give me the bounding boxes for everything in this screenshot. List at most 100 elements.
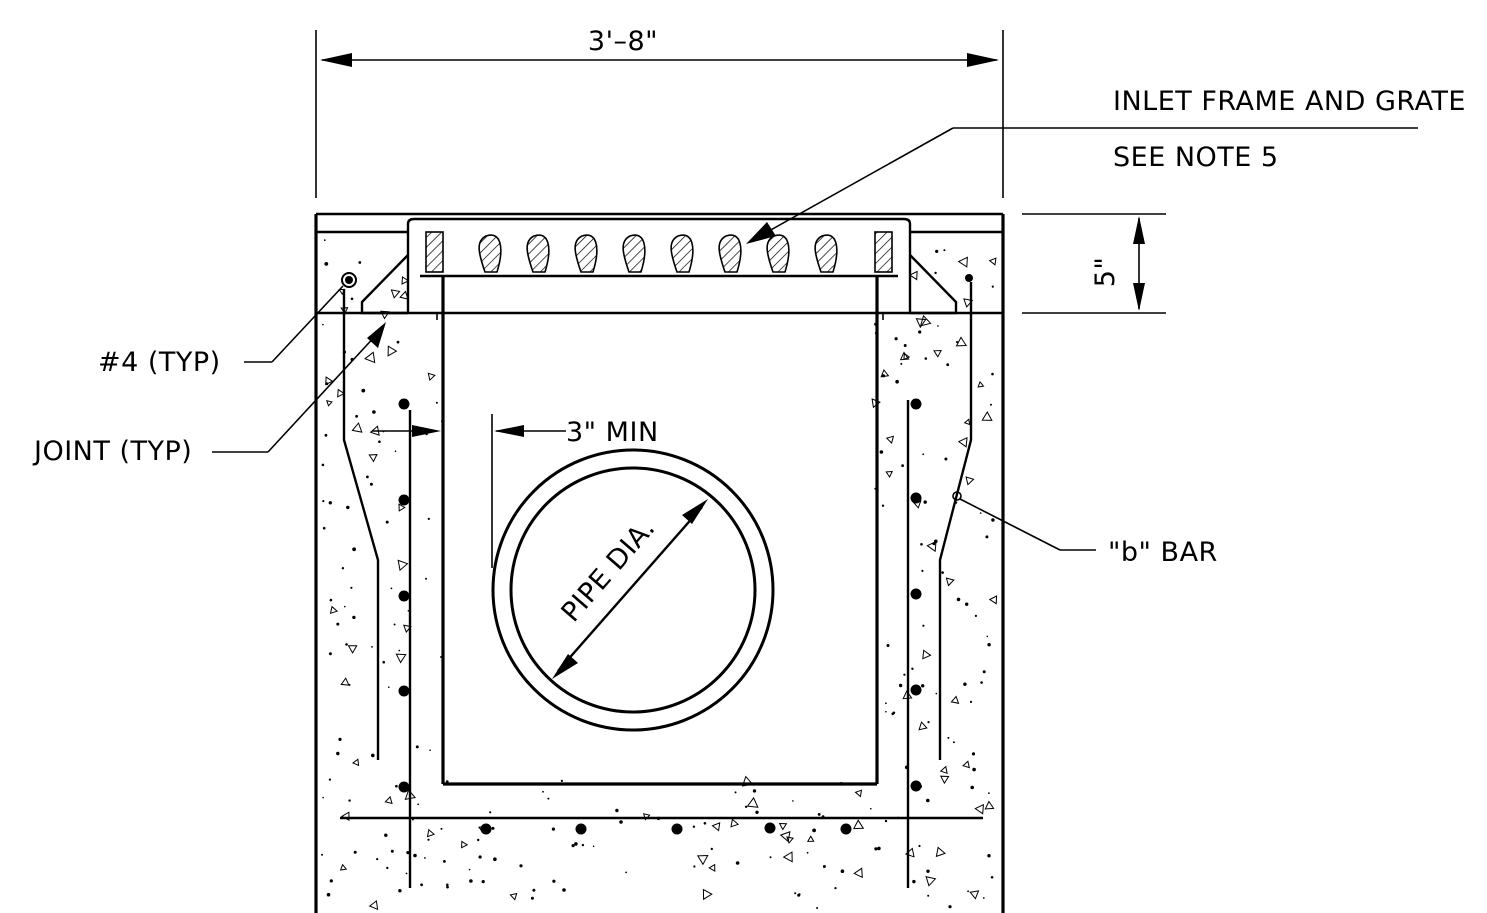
aggregate-dot — [812, 828, 816, 833]
pipe: PIPE DIA. — [491, 448, 775, 732]
aggregate-dot — [481, 880, 485, 884]
aggregate-mark — [963, 298, 974, 308]
aggregate-dot — [952, 741, 955, 744]
aggregate-dot — [326, 892, 331, 897]
aggregate-dot — [943, 249, 946, 252]
aggregate-mark — [915, 318, 927, 329]
aggregate-mark — [962, 760, 970, 769]
aggregate-mark — [806, 835, 815, 842]
aggregate-dot — [806, 851, 809, 854]
aggregate-dot — [385, 520, 389, 524]
aggregate-mark — [427, 372, 436, 382]
aggregate-dot — [900, 362, 903, 365]
aggregate-mark — [988, 595, 998, 605]
aggregate-mark — [368, 899, 379, 911]
aggregate-dot — [903, 673, 906, 676]
aggregate-dot — [427, 838, 430, 841]
aggregate-dot — [935, 692, 938, 695]
aggregate-dot — [489, 811, 492, 814]
aggregate-dot — [710, 847, 713, 851]
aggregate-dot — [322, 323, 324, 326]
aggregate-dot — [926, 798, 930, 803]
aggregate-mark — [368, 454, 378, 463]
aggregate-dot — [970, 785, 974, 790]
aggregate-mark — [509, 892, 518, 901]
aggregate-mark — [384, 795, 393, 805]
aggregate-dot — [969, 700, 973, 704]
aggregate-mark — [398, 503, 406, 512]
aggregate-dot — [424, 857, 426, 859]
grate-bar — [766, 234, 790, 273]
aggregate-dot — [982, 897, 985, 899]
aggregate-mark — [981, 410, 993, 421]
aggregate-dot — [322, 500, 325, 503]
grate-bar — [622, 234, 646, 273]
wall-clear-arrow — [412, 425, 441, 437]
b-bar-label: "b" BAR — [1108, 537, 1218, 568]
aggregate-dot — [987, 643, 991, 647]
aggregate-dot — [425, 577, 427, 580]
aggregate-dot — [885, 710, 887, 713]
aggregate-dot — [744, 805, 748, 808]
aggregate-dot — [336, 751, 340, 756]
rebar-4-circle — [341, 272, 357, 288]
aggregate-dot — [552, 879, 556, 883]
aggregate-mark — [957, 436, 968, 448]
aggregate-dot — [551, 827, 556, 831]
aggregate-dot — [903, 344, 907, 347]
aggregate-mark — [945, 577, 955, 587]
aggregate-mark — [387, 345, 398, 357]
aggregate-dot — [429, 749, 431, 751]
aggregate-dot — [703, 822, 707, 825]
pipe-dia-dim-line — [557, 506, 703, 672]
arrowhead-down — [1133, 283, 1145, 311]
aggregate-dot — [885, 702, 887, 705]
aggregate-dot — [980, 681, 983, 684]
aggregate-mark — [380, 310, 390, 320]
aggregate-dot — [321, 853, 323, 856]
aggregate-dot — [870, 807, 872, 810]
aggregate-dot — [353, 850, 357, 854]
inlet-frame-label: INLET FRAME AND GRATE — [1113, 86, 1466, 117]
aggregate-dot — [625, 871, 627, 874]
aggregate-mark — [779, 831, 791, 843]
aggregate-mark — [340, 677, 350, 686]
grate-bar — [574, 234, 598, 273]
aggregate-dot — [341, 567, 345, 570]
aggregate-dot — [562, 888, 566, 892]
rebar-dot — [398, 781, 410, 793]
aggregate-dot — [329, 879, 333, 883]
aggregate-dot — [963, 682, 967, 686]
b-bar-marker — [952, 491, 962, 501]
aggregate-dot — [987, 854, 991, 858]
aggregate-mark — [984, 800, 995, 810]
aggregate-dot — [922, 453, 925, 456]
aggregate-dot — [371, 646, 373, 648]
aggregate-dot — [469, 879, 473, 883]
aggregate-mark — [708, 863, 716, 872]
aggregate-dot — [358, 261, 362, 264]
aggregate-mark — [395, 653, 407, 664]
rebar-dot — [480, 823, 492, 835]
aggregate-mark — [786, 836, 795, 844]
aggregate-dot — [979, 512, 982, 514]
aggregate-mark — [974, 803, 984, 815]
aggregate-mark — [854, 789, 863, 798]
aggregate-dot — [895, 379, 899, 384]
aggregate-dot — [338, 737, 342, 742]
aggregate-dot — [944, 457, 948, 461]
aggregate-mark — [337, 388, 346, 398]
aggregate-mark — [339, 863, 348, 871]
rebar-num4-label: #4 (TYP) — [98, 347, 221, 378]
aggregate-mark — [696, 854, 709, 866]
aggregate-dot — [988, 792, 990, 794]
aggregate-dot — [406, 851, 410, 855]
aggregate-mark — [782, 851, 793, 863]
aggregate-dot — [735, 861, 740, 865]
aggregate-dot — [571, 844, 575, 848]
aggregate-mark — [963, 418, 971, 426]
aggregate-dot — [328, 501, 332, 505]
aggregate-dot — [519, 864, 523, 868]
aggregate-dot — [328, 652, 332, 656]
